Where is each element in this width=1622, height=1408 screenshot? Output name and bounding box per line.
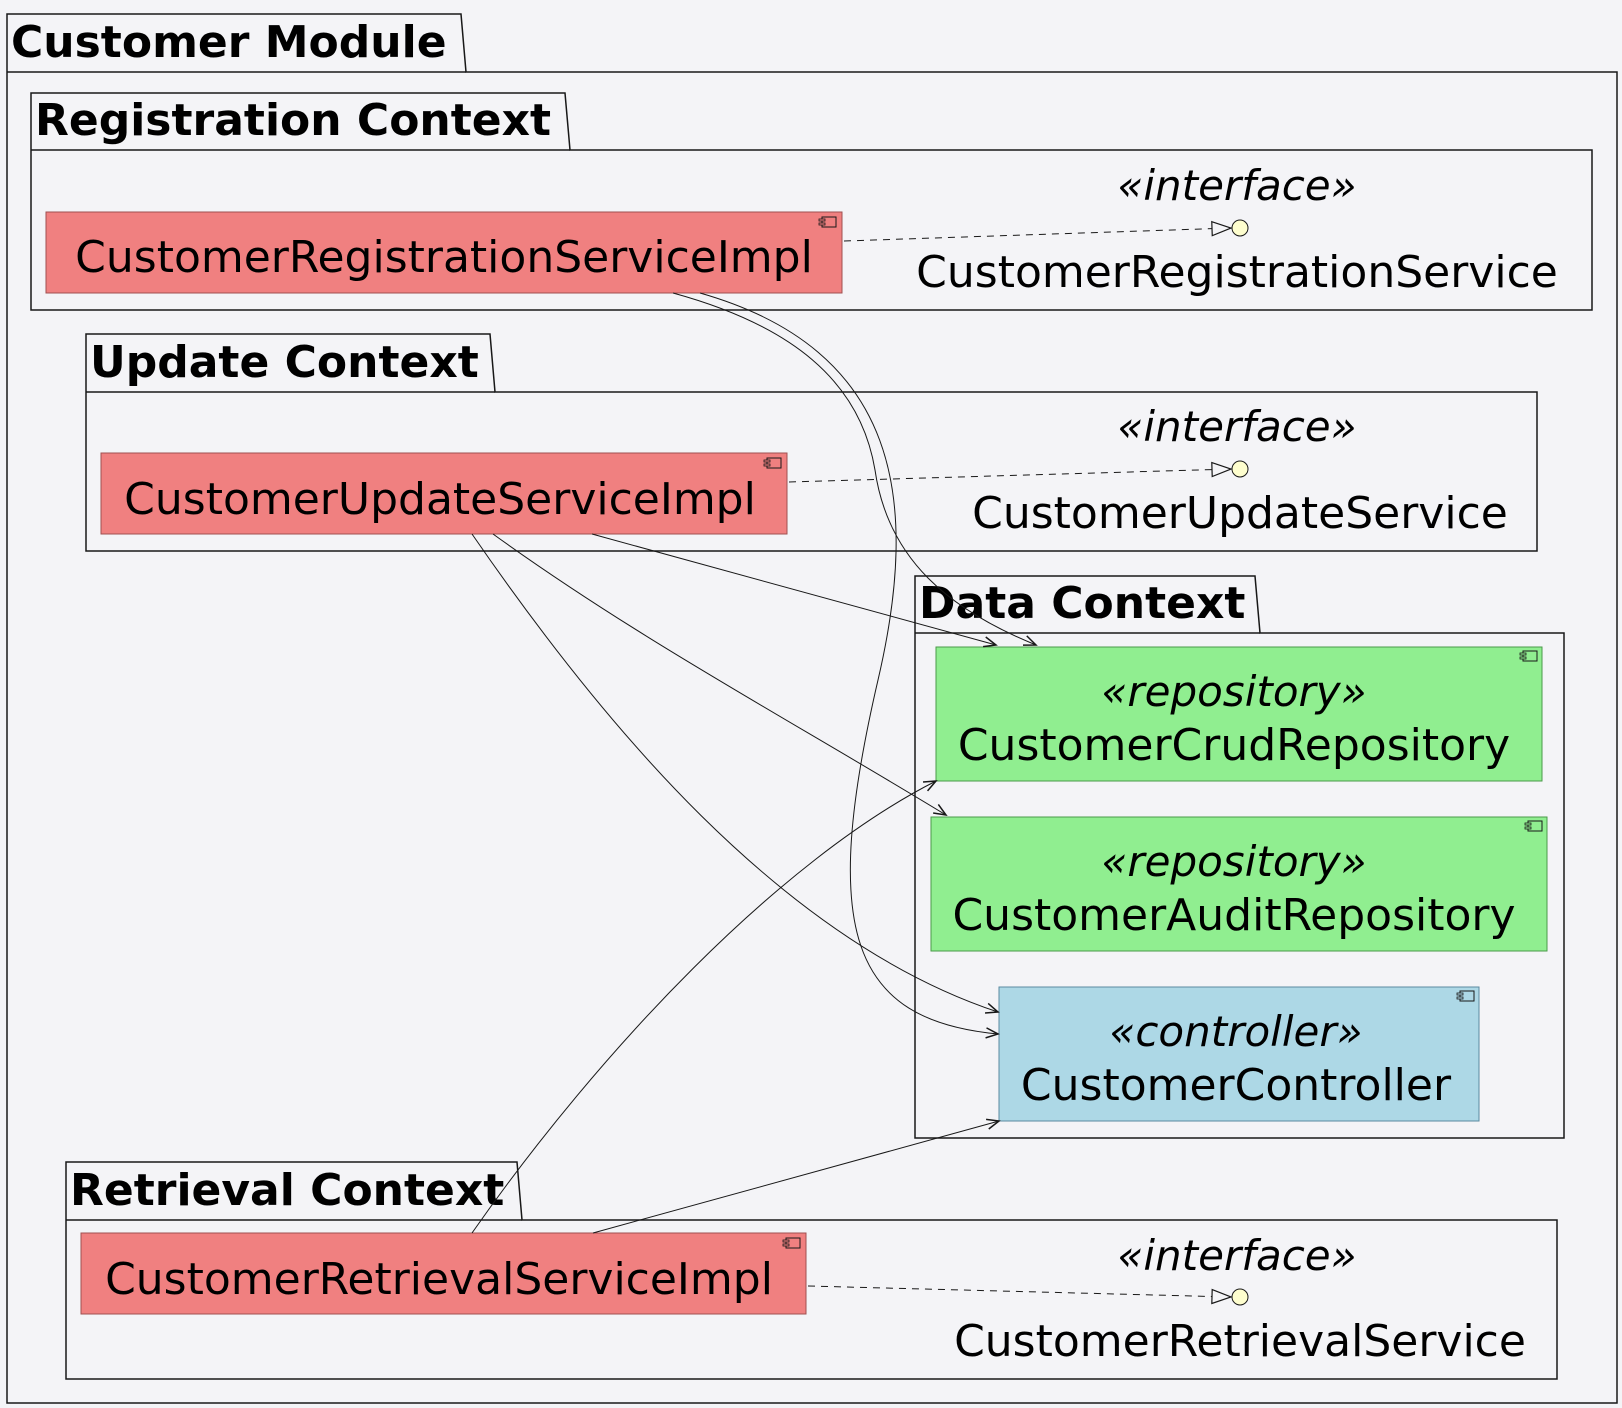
component-stereotype: «repository» xyxy=(1101,837,1366,886)
component-icon xyxy=(1519,650,1538,662)
interface-stereotype: «interface» xyxy=(1117,161,1356,210)
package-update-context: Update Context CustomerUpdateServiceImpl… xyxy=(85,333,1538,552)
interface-name: CustomerUpdateService xyxy=(972,488,1508,539)
component-icon xyxy=(782,1237,801,1249)
component-stereotype: «controller» xyxy=(1109,1007,1362,1056)
interface-registration-service[interactable]: «interface» CustomerRegistrationService xyxy=(916,161,1558,298)
module-title: Customer Module xyxy=(11,17,447,68)
realization-arrows xyxy=(788,220,1233,1305)
component-name: CustomerRetrievalServiceImpl xyxy=(105,1254,773,1305)
dependency-registration-to-crud-repo xyxy=(672,292,1038,646)
dependency-update-to-controller xyxy=(471,533,1000,1014)
component-stereotype: «repository» xyxy=(1101,667,1366,716)
package-title-registration: Registration Context xyxy=(35,95,551,146)
interface-stereotype: «interface» xyxy=(1117,1231,1356,1280)
package-title-data: Data Context xyxy=(919,578,1245,629)
package-retrieval-context: Retrieval Context CustomerRetrievalServi… xyxy=(65,1161,1558,1380)
component-name: CustomerController xyxy=(1021,1060,1452,1111)
interface-stereotype: «interface» xyxy=(1117,402,1356,451)
package-title-retrieval: Retrieval Context xyxy=(70,1165,504,1216)
interface-update-service[interactable]: «interface» CustomerUpdateService xyxy=(972,402,1508,539)
component-icon xyxy=(1524,820,1543,832)
package-registration-context: Registration Context CustomerRegistratio… xyxy=(30,92,1593,311)
component-icon xyxy=(1456,990,1475,1002)
component-customer-controller[interactable]: «controller» CustomerController xyxy=(998,986,1480,1122)
component-name: CustomerCrudRepository xyxy=(958,720,1510,771)
dependency-update-to-crud-repo xyxy=(591,533,998,648)
dependency-retrieval-to-controller xyxy=(592,1118,1001,1234)
component-name: CustomerRegistrationServiceImpl xyxy=(75,232,813,283)
component-retrieval-service-impl[interactable]: CustomerRetrievalServiceImpl xyxy=(80,1232,807,1315)
dependency-registration-to-controller xyxy=(699,292,1000,1039)
realization-retrieval xyxy=(807,1285,1233,1305)
dependency-arrows xyxy=(471,292,1038,1234)
package-data-context: Data Context «repository» CustomerCrudRe… xyxy=(914,575,1565,1139)
interface-lollipop-icon xyxy=(1231,1288,1249,1306)
component-name: CustomerAuditRepository xyxy=(952,890,1515,941)
component-update-service-impl[interactable]: CustomerUpdateServiceImpl xyxy=(100,452,788,535)
component-icon xyxy=(763,457,782,469)
dependency-retrieval-to-crud-repo xyxy=(471,780,938,1234)
package-title-update: Update Context xyxy=(90,337,479,388)
component-icon xyxy=(818,216,837,228)
interface-name: CustomerRegistrationService xyxy=(916,247,1558,298)
interface-name: CustomerRetrievalService xyxy=(954,1316,1526,1367)
component-audit-repository[interactable]: «repository» CustomerAuditRepository xyxy=(930,816,1548,952)
interface-lollipop-icon xyxy=(1231,460,1249,478)
realization-update xyxy=(788,461,1233,483)
component-name: CustomerUpdateServiceImpl xyxy=(124,474,756,525)
interface-retrieval-service[interactable]: «interface» CustomerRetrievalService xyxy=(954,1231,1526,1367)
interface-lollipop-icon xyxy=(1231,219,1249,237)
dependency-update-to-audit-repo xyxy=(492,533,948,817)
component-crud-repository[interactable]: «repository» CustomerCrudRepository xyxy=(935,646,1543,782)
component-registration-service-impl[interactable]: CustomerRegistrationServiceImpl xyxy=(45,211,843,294)
